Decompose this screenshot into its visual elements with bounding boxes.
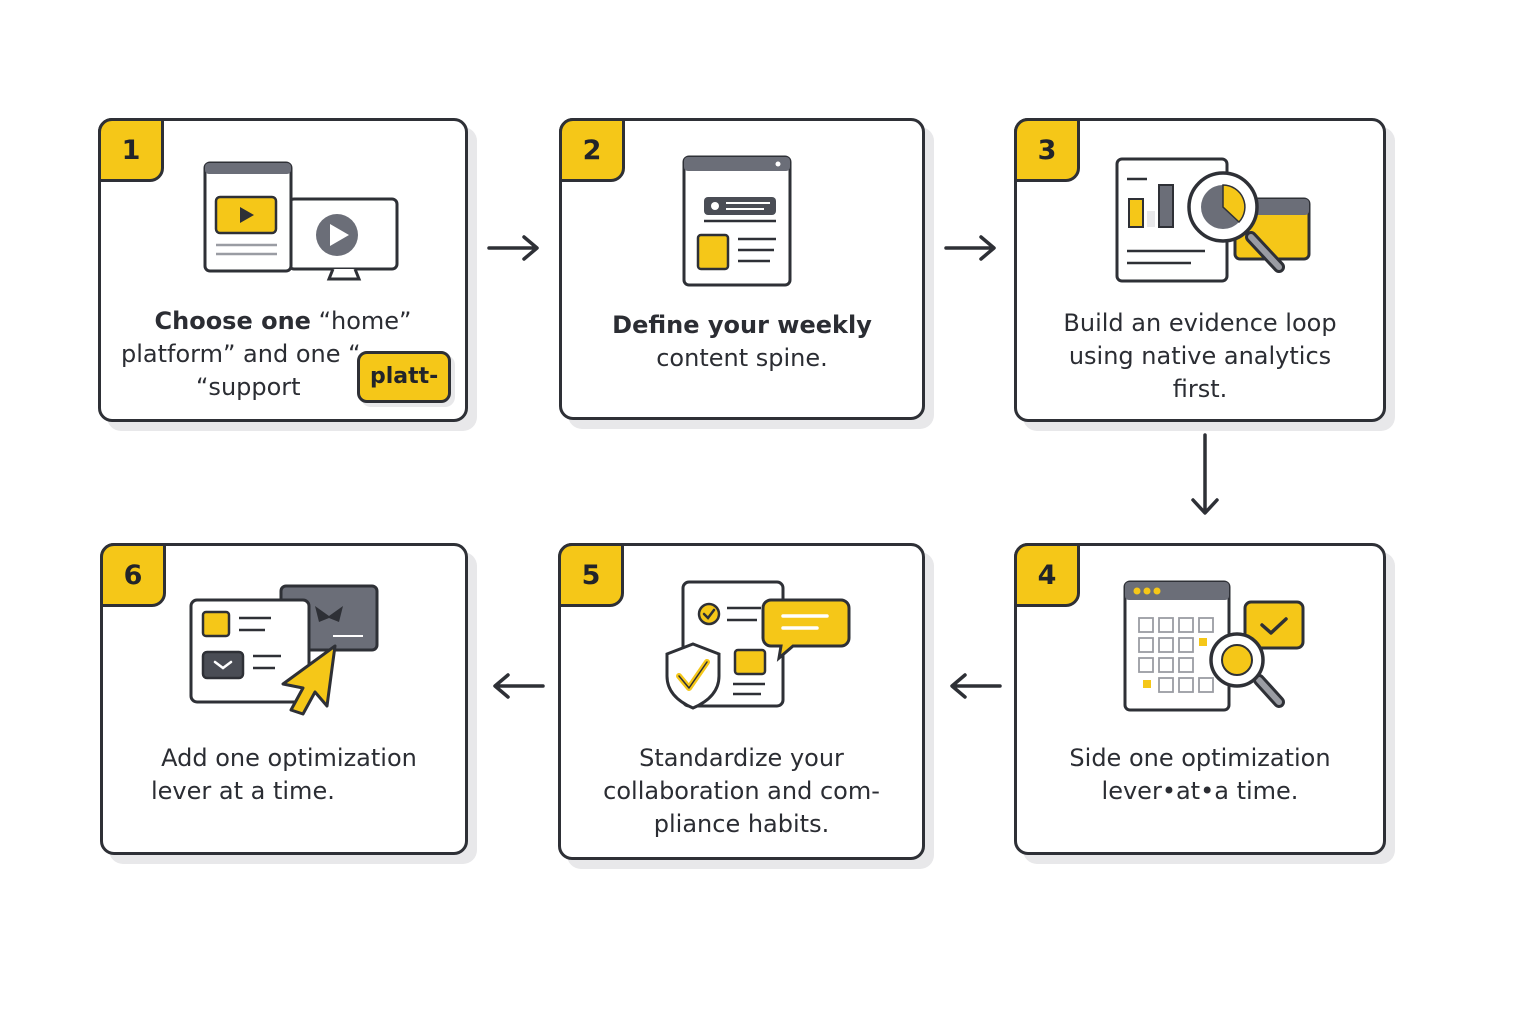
- step-number-badge: 4: [1014, 543, 1080, 607]
- caption-line: Side one optimization: [1069, 744, 1331, 772]
- caption-line: Choose one “home”: [101, 305, 465, 338]
- arrow-left-icon: [493, 673, 545, 699]
- caption-line: Build an evidence loop: [1063, 309, 1337, 337]
- step-caption: Define your weekly content spine.: [562, 309, 922, 375]
- cursor-optimization-icon: [189, 584, 379, 716]
- caption-line: “support: [196, 373, 301, 401]
- arrow-down-icon: [1191, 433, 1219, 515]
- caption-line: lever•at•a time.: [1101, 777, 1299, 805]
- step-card-1: 1 Choose one “home” platform” and one “ …: [98, 118, 468, 422]
- caption-line: Define your weekly: [612, 311, 872, 339]
- step-caption: Add one optimization lever at a time.: [103, 742, 465, 808]
- arrow-right-icon: [944, 235, 996, 261]
- step-caption: Build an evidence loop using native anal…: [1017, 307, 1383, 406]
- content-layout-icon: [682, 155, 792, 287]
- analytics-magnifier-icon: [1115, 157, 1311, 283]
- step-number-badge: 3: [1014, 118, 1080, 182]
- arrow-left-icon: [950, 673, 1002, 699]
- step-number-badge: 5: [558, 543, 624, 607]
- arrow-right-icon: [487, 235, 539, 261]
- caption-tail: “home”: [310, 307, 412, 335]
- step-card-2: 2 Define your weekly content spine.: [559, 118, 925, 420]
- video-platform-icon: [203, 161, 399, 281]
- step-number-badge: 1: [98, 118, 164, 182]
- step-caption: Choose one “home” platform” and one “ “s…: [101, 305, 465, 404]
- caption-line: Standardize your: [639, 744, 844, 772]
- step-caption: Standardize your collaboration and com- …: [561, 742, 922, 841]
- step-number-badge: 2: [559, 118, 625, 182]
- step-number-badge: 6: [100, 543, 166, 607]
- step-caption: Side one optimization lever•at•a time.: [1017, 742, 1383, 808]
- step-card-3: 3 Build an evidence loop using native an…: [1014, 118, 1386, 422]
- compliance-chat-icon: [665, 580, 851, 710]
- caption-bold: Choose one: [154, 307, 311, 335]
- caption-line: Add one optimization: [161, 744, 417, 772]
- step-card-6: 6 Add one optimization lever at a time.: [100, 543, 468, 855]
- caption-line: first.: [1172, 375, 1228, 403]
- caption-line: content spine.: [656, 344, 828, 372]
- step-card-5: 5 Standardize your collaboration and com…: [558, 543, 925, 860]
- caption-line: using native analytics: [1068, 342, 1332, 370]
- calendar-search-icon: [1123, 580, 1305, 712]
- caption-line: platform” and one “: [121, 340, 361, 368]
- platform-tag: platt-: [357, 351, 452, 403]
- caption-line: collaboration and com-: [603, 777, 880, 805]
- step-card-4: 4 Side one optimization lever•at•a time.: [1014, 543, 1386, 855]
- caption-line: pliance habits.: [653, 810, 830, 838]
- caption-line: lever at a time.: [151, 777, 335, 805]
